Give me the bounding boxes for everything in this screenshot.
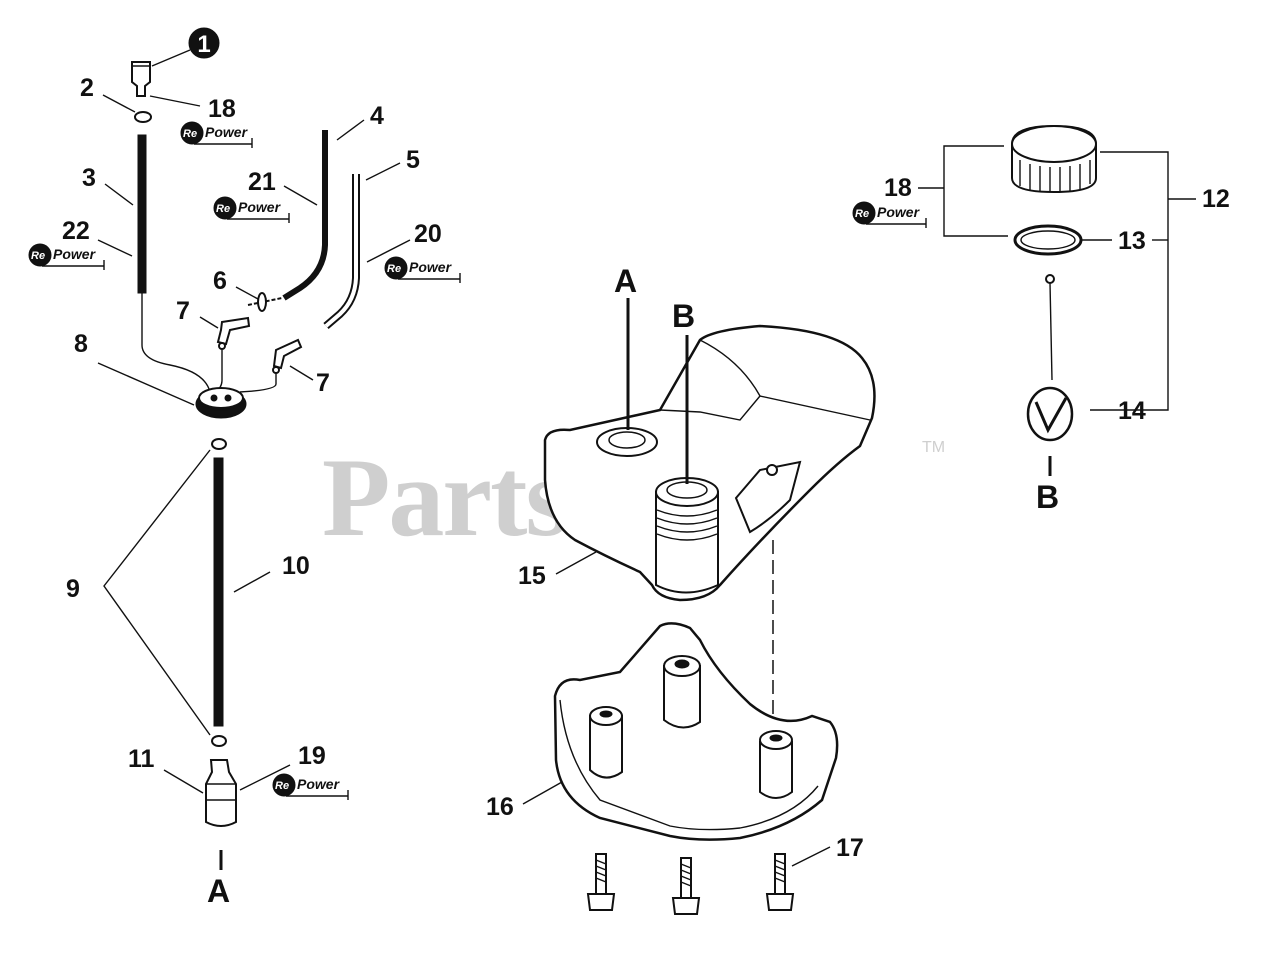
part-2-oring[interactable] [134, 111, 152, 123]
callout-8: 8 [74, 330, 88, 358]
callout-15: 15 [518, 562, 546, 590]
svg-text:Re: Re [387, 263, 401, 275]
part-5-return-hose[interactable] [324, 174, 358, 328]
callout-7-upper: 7 [176, 297, 190, 325]
part-13-retainer-ring[interactable] [1013, 224, 1083, 256]
callout-13: 13 [1118, 227, 1146, 255]
callout-17: 17 [836, 834, 864, 862]
part-14-cap-strap[interactable] [1026, 274, 1074, 442]
part-11-fuel-filter[interactable] [205, 759, 237, 827]
callout-1-marker [188, 27, 220, 59]
part-1-fitting[interactable] [131, 61, 151, 97]
part-3-fuel-hose[interactable] [137, 134, 147, 294]
part-8-grommet[interactable] [195, 387, 247, 419]
callout-22: 22 [62, 217, 90, 245]
part-17-screw-1[interactable] [586, 853, 616, 911]
callout-19: 19 [298, 742, 326, 770]
svg-text:Power: Power [297, 776, 341, 792]
svg-text:Power: Power [877, 204, 921, 220]
part-17-screw-2[interactable] [671, 857, 701, 915]
callout-3: 3 [82, 164, 96, 192]
part-10-fuel-line[interactable] [213, 457, 224, 727]
part-6-connector[interactable] [247, 292, 283, 312]
callout-14: 14 [1118, 397, 1146, 425]
svg-text:Power: Power [53, 246, 97, 262]
callout-18-right: 18 [884, 174, 912, 202]
callout-16: 16 [486, 793, 514, 821]
reference-b-cap: B [1036, 479, 1059, 515]
callout-4: 4 [370, 102, 384, 130]
svg-text:Power: Power [238, 199, 282, 215]
watermark-trademark: TM [922, 439, 945, 456]
repower-badge-4[interactable]: Re Power [384, 256, 461, 283]
repower-badge-1[interactable]: Re Power [180, 121, 253, 148]
reference-a-tank: A [614, 263, 637, 299]
callout-6: 6 [213, 267, 227, 295]
part-9-oring-lower[interactable] [211, 735, 227, 747]
reference-b-tank: B [672, 298, 695, 334]
callout-1: 1 [197, 31, 210, 58]
repower-badge-5[interactable]: Re Power [272, 773, 349, 800]
svg-text:Power: Power [205, 124, 249, 140]
callout-21: 21 [248, 168, 276, 196]
svg-text:Re: Re [275, 780, 289, 792]
repower-badge-6[interactable]: Re Power [852, 201, 927, 228]
svg-text:Re: Re [216, 203, 230, 215]
svg-text:Re: Re [31, 250, 45, 262]
callout-20: 20 [414, 220, 442, 248]
callout-5: 5 [406, 146, 420, 174]
callout-18-top: 18 [208, 95, 236, 123]
callout-10: 10 [282, 552, 310, 580]
svg-text:Power: Power [409, 259, 453, 275]
callout-9: 9 [66, 575, 80, 603]
part-17-screw-3[interactable] [765, 853, 795, 911]
callout-11: 11 [128, 745, 155, 773]
svg-text:Re: Re [183, 128, 197, 140]
part-12-fuel-cap[interactable] [1011, 124, 1097, 194]
part-16-tank-guard[interactable] [553, 622, 839, 841]
callout-7-lower: 7 [316, 369, 330, 397]
reference-a-filter: A [207, 873, 230, 909]
repower-badge-3[interactable]: Re Power [213, 196, 290, 223]
part-7-elbow-lower[interactable] [272, 338, 303, 374]
part-7-elbow-upper[interactable] [216, 316, 251, 350]
part-15-fuel-tank[interactable] [543, 324, 876, 602]
repower-badge-2[interactable]: Re Power [28, 243, 105, 270]
callout-12: 12 [1202, 185, 1230, 213]
part-9-oring-upper[interactable] [211, 438, 227, 450]
callout-2: 2 [80, 74, 94, 102]
svg-text:Re: Re [855, 208, 869, 220]
